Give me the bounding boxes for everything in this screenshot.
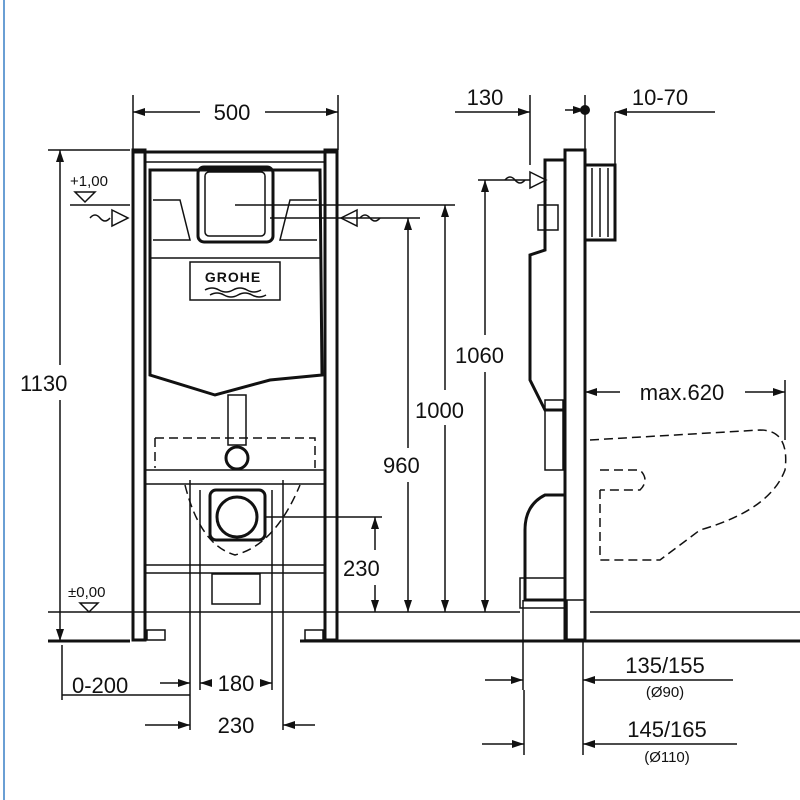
dimension-pipe-110: 145/165 (Ø110) xyxy=(482,690,737,766)
svg-text:0-200: 0-200 xyxy=(72,673,128,698)
dimension-1060: 1060 xyxy=(455,180,504,612)
grohe-logo: GROHE xyxy=(205,269,261,285)
svg-text:130: 130 xyxy=(467,85,504,110)
svg-text:(Ø90): (Ø90) xyxy=(646,684,684,701)
level-floor-marker: ±0,00 xyxy=(68,584,105,614)
svg-text:10-70: 10-70 xyxy=(632,85,688,110)
dimension-1000: 1000 xyxy=(415,205,464,612)
svg-text:max.620: max.620 xyxy=(640,380,724,405)
svg-text:500: 500 xyxy=(214,100,251,125)
svg-text:1060: 1060 xyxy=(455,343,504,368)
water-inlet-right xyxy=(235,204,455,228)
dimension-960: 960 xyxy=(383,218,420,612)
front-frame xyxy=(131,148,339,642)
toilet-bowl-side xyxy=(589,429,787,561)
svg-text:1000: 1000 xyxy=(415,398,464,423)
level-top-marker: +1,00 xyxy=(70,173,130,228)
svg-text:(Ø110): (Ø110) xyxy=(644,749,690,766)
dimension-1130: 1130 xyxy=(20,149,130,641)
svg-text:145/165: 145/165 xyxy=(627,717,707,742)
dimension-pipe-90: 135/155 (Ø90) xyxy=(485,600,733,755)
svg-text:960: 960 xyxy=(383,453,420,478)
svg-text:1130: 1130 xyxy=(20,371,67,396)
side-frame xyxy=(519,148,617,642)
dimension-500: 500 xyxy=(132,95,339,150)
flush-plate-side xyxy=(583,163,617,242)
svg-text:230: 230 xyxy=(218,713,255,738)
water-inlet-side xyxy=(478,170,548,190)
bowl-outline-front xyxy=(154,437,316,605)
svg-text:+1,00: +1,00 xyxy=(70,173,108,190)
svg-text:230: 230 xyxy=(343,556,380,581)
floor-line xyxy=(48,611,800,643)
svg-text:±0,00: ±0,00 xyxy=(68,584,105,601)
dimension-max-620: max.620 xyxy=(585,380,786,440)
dimension-130: 130 xyxy=(455,85,590,165)
dimension-10-70: 10-70 xyxy=(614,85,715,165)
svg-text:180: 180 xyxy=(218,671,255,696)
dimension-offset: 0-200 180 230 xyxy=(61,480,315,738)
cistern: GROHE xyxy=(148,165,324,471)
svg-text:135/155: 135/155 xyxy=(625,653,705,678)
dimension-230-height: 230 xyxy=(265,516,382,612)
